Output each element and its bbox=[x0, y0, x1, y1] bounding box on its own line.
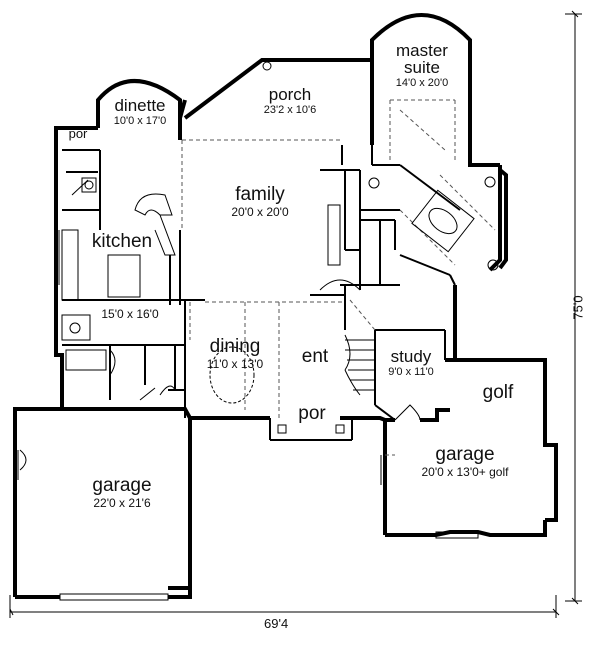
room-label-ent: ent bbox=[292, 347, 338, 366]
room-label-study: study 9'0 x 11'0 bbox=[378, 348, 444, 378]
dashed-openings bbox=[181, 99, 496, 456]
room-label-por-front: por bbox=[290, 404, 334, 423]
room-name-family: family bbox=[235, 184, 285, 205]
room-name-kitchen: kitchen bbox=[91, 231, 153, 252]
room-name-garage-left: garage bbox=[92, 475, 152, 496]
room-dims-study: 9'0 x 11'0 bbox=[388, 366, 434, 378]
room-dims-dining: 11'0 x 13'0 bbox=[206, 357, 264, 371]
dimension-lines bbox=[9, 10, 582, 618]
interior-walls bbox=[62, 145, 461, 441]
room-name-master-line2: suite bbox=[404, 58, 440, 77]
room-dims-family: 20'0 x 20'0 bbox=[231, 205, 289, 219]
overall-width-label: 69'4 bbox=[264, 616, 289, 631]
room-name-porch: porch bbox=[268, 85, 312, 104]
room-dims-garage-left: 22'0 x 21'6 bbox=[93, 496, 151, 510]
fixtures bbox=[17, 61, 530, 601]
room-name-study: study bbox=[390, 347, 432, 366]
room-name-por-left: por bbox=[68, 126, 88, 141]
room-name-master-line1: master bbox=[396, 41, 448, 60]
room-label-golf: golf bbox=[468, 383, 528, 402]
room-dims-porch: 23'2 x 10'6 bbox=[263, 104, 317, 116]
room-label-dinette: dinette 10'0 x 17'0 bbox=[100, 97, 180, 127]
room-label-por-left: por bbox=[60, 127, 96, 140]
exterior-walls bbox=[13, 13, 558, 599]
room-name-ent: ent bbox=[301, 346, 329, 367]
room-dims-kitchen: 15'0 x 16'0 bbox=[101, 307, 159, 321]
room-label-garage-right: garage 20'0 x 13'0+ golf bbox=[400, 445, 530, 478]
room-dims-master: 14'0 x 20'0 bbox=[395, 77, 449, 89]
room-name-por-front: por bbox=[298, 403, 326, 424]
room-label-porch: porch 23'2 x 10'6 bbox=[240, 86, 340, 116]
room-name-dining: dining bbox=[209, 336, 261, 357]
room-name-golf: golf bbox=[482, 382, 514, 403]
room-label-family: family 20'0 x 20'0 bbox=[205, 185, 315, 218]
room-name-garage-right: garage bbox=[435, 444, 495, 465]
door-swings bbox=[19, 179, 421, 471]
room-label-dining: dining 11'0 x 13'0 bbox=[190, 337, 280, 370]
room-dims-garage-right: 20'0 x 13'0+ golf bbox=[421, 465, 509, 479]
room-name-dinette: dinette bbox=[114, 96, 166, 115]
room-dims-dinette: 10'0 x 17'0 bbox=[113, 115, 167, 127]
overall-depth-label: 75'0 bbox=[570, 295, 586, 320]
room-label-master-suite: master suite 14'0 x 20'0 bbox=[382, 42, 462, 89]
room-label-kitchen: kitchen bbox=[76, 232, 168, 251]
room-dims-kitchen-label: 15'0 x 16'0 bbox=[80, 306, 180, 320]
room-label-garage-left: garage 22'0 x 21'6 bbox=[62, 476, 182, 509]
